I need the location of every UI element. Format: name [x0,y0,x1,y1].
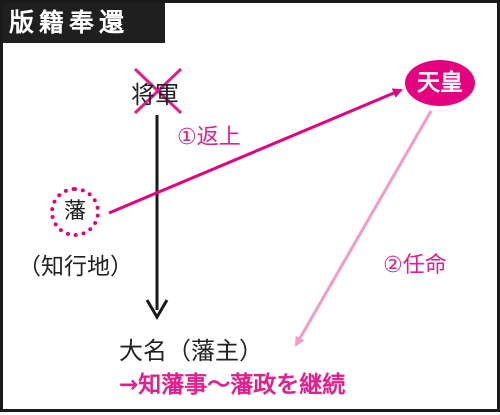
shogun-cross-icon [133,67,183,115]
daimyo-label: 大名（藩主） [119,337,263,365]
appoint-arrow [294,110,433,347]
shogun-label: 将軍 [131,81,179,109]
han-node: 藩 [50,187,100,237]
arrows-layer [108,67,433,347]
step1-label: ①返上 [177,125,241,150]
tenno-node: 天皇 [405,60,475,106]
diagram-title: 版籍奉還 [3,3,165,43]
shogun-to-daimyo-arrowhead [145,299,169,320]
return-arrow [108,88,403,215]
chihanji-label: →知藩事〜藩政を継続 [119,372,346,398]
step2-label: ②任命 [383,253,447,278]
chigyo-label: （知行地） [18,254,133,280]
